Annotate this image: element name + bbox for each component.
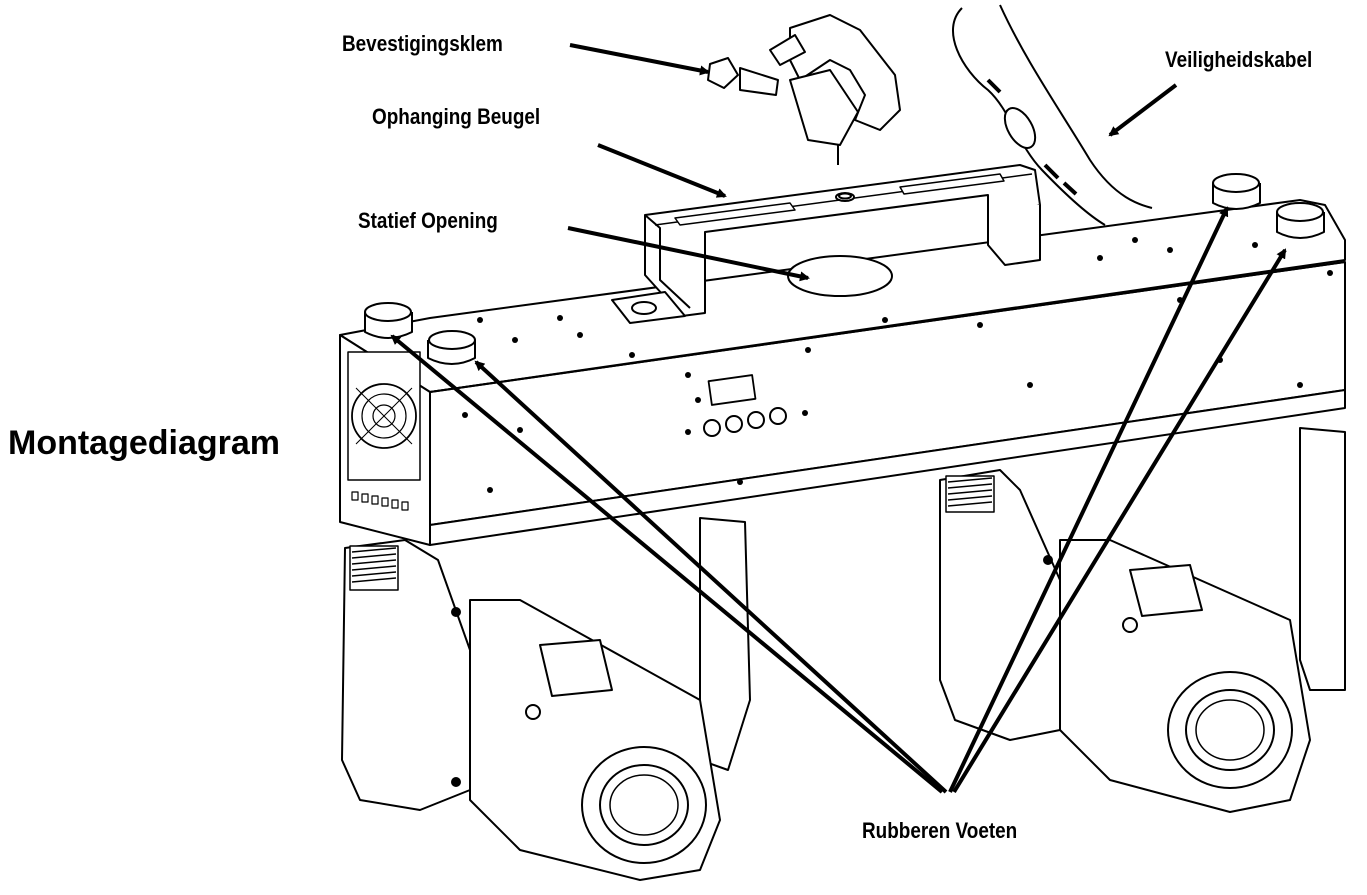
safety-arrow [1108,83,1178,137]
feet-arrow-1 [390,334,944,794]
feet-arrow-3 [948,206,1229,793]
bracket-label: Ophanging Beugel [372,104,541,129]
feet-arrow-2 [474,360,948,794]
tripod-arrow [567,226,810,282]
moving-head-right [939,427,1346,813]
bracket-arrow [597,143,727,198]
clamp-arrow [569,43,710,76]
hanging-bracket [611,164,1041,324]
rubber-feet [364,173,1325,365]
tripod-opening-shape [787,255,893,297]
feet-arrow-4 [952,248,1287,794]
tripod-opening-label: Statief Opening [358,208,498,233]
moving-head-left [341,517,751,881]
clamp-drawing [707,14,901,200]
safety-cable-label: Veiligheidskabel [1165,47,1313,72]
heatsink-left [349,545,399,591]
clamp-label: Bevestigingsklem [342,31,503,56]
safety-cable-drawing [952,4,1153,226]
rubber-feet-label: Rubberen Voeten [862,818,1018,843]
heatsink-right [945,475,995,513]
fixture-illustration [339,4,1346,881]
main-bar [339,199,1346,546]
callout-arrows [390,43,1287,794]
diagram-title: Montagediagram [8,424,281,462]
